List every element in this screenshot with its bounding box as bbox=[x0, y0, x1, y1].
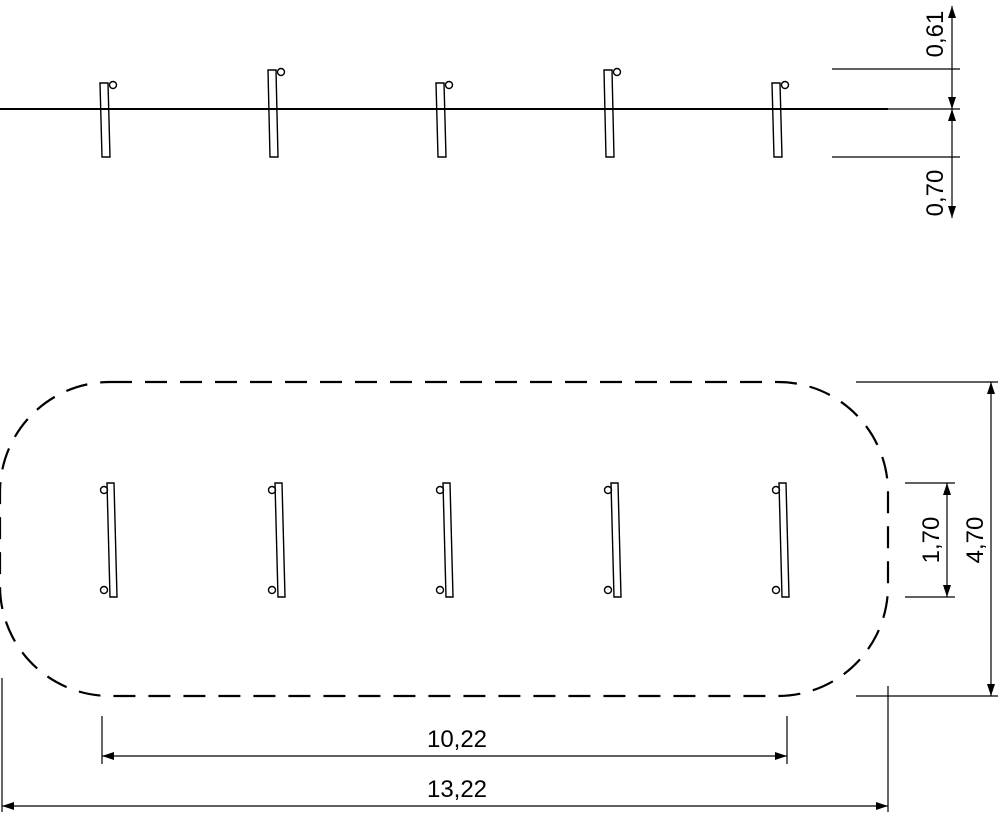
side-elevation-view bbox=[0, 67, 888, 158]
horizontal-dimensions bbox=[1, 678, 889, 812]
hanging-ring-icon bbox=[108, 80, 118, 90]
post-shape bbox=[610, 482, 622, 598]
post-length-label: 1,70 bbox=[918, 517, 945, 564]
plan-post bbox=[435, 482, 454, 598]
post-shape bbox=[771, 82, 783, 158]
hanging-ring-icon bbox=[780, 80, 790, 90]
safety-area-outline bbox=[0, 380, 890, 698]
hanging-ring-icon bbox=[612, 67, 622, 77]
post-shape bbox=[778, 482, 790, 598]
post-shape bbox=[99, 82, 111, 158]
post-shape bbox=[267, 69, 279, 158]
side-post bbox=[435, 80, 454, 158]
plan-post bbox=[267, 482, 286, 598]
plan-post bbox=[603, 482, 622, 598]
post-shape bbox=[603, 69, 615, 158]
bottom-ring-icon bbox=[603, 585, 613, 595]
area-length-label: 13,22 bbox=[427, 776, 487, 803]
side-post bbox=[99, 80, 118, 158]
height-dimensions bbox=[832, 6, 960, 218]
hanging-ring-icon bbox=[444, 80, 454, 90]
top-ring-icon bbox=[771, 485, 781, 495]
post-shape bbox=[442, 482, 454, 598]
top-ring-icon bbox=[603, 485, 613, 495]
height-above-ground-label: 0,61 bbox=[922, 11, 949, 58]
top-ring-icon bbox=[435, 485, 445, 495]
post-shape bbox=[435, 82, 447, 158]
area-width-label: 4,70 bbox=[962, 517, 989, 564]
plan-posts bbox=[99, 482, 790, 598]
side-post bbox=[267, 67, 286, 158]
depth-below-ground-label: 0,70 bbox=[922, 170, 949, 217]
post-shape bbox=[106, 482, 118, 598]
bottom-ring-icon bbox=[99, 585, 109, 595]
bottom-ring-icon bbox=[771, 585, 781, 595]
area-width-dimension bbox=[856, 381, 998, 697]
hanging-ring-icon bbox=[276, 67, 286, 77]
side-post bbox=[603, 67, 622, 158]
plan-view bbox=[0, 380, 890, 698]
post-span-label: 10,22 bbox=[427, 726, 487, 753]
plan-post bbox=[99, 482, 118, 598]
post-length-dimension bbox=[905, 482, 955, 598]
top-ring-icon bbox=[99, 485, 109, 495]
plan-post bbox=[771, 482, 790, 598]
bottom-ring-icon bbox=[435, 585, 445, 595]
side-post bbox=[771, 80, 790, 158]
post-shape bbox=[274, 482, 286, 598]
side-posts bbox=[99, 67, 790, 158]
top-ring-icon bbox=[267, 485, 277, 495]
bottom-ring-icon bbox=[267, 585, 277, 595]
